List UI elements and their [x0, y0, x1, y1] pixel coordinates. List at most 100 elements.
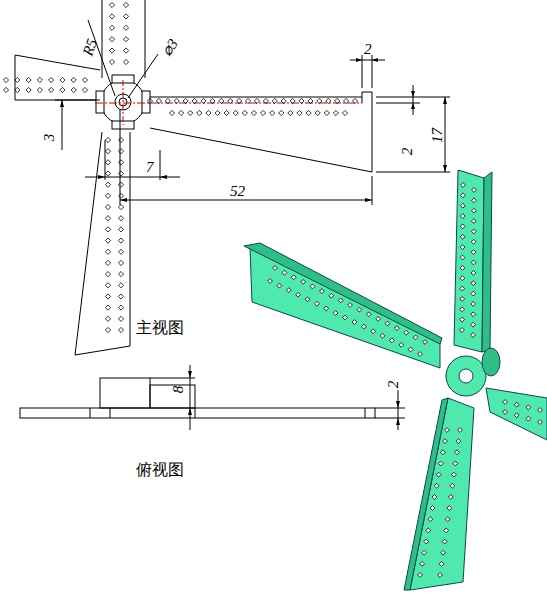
vent-hole: [471, 239, 476, 244]
vent-hole: [118, 249, 123, 254]
vent-hole: [450, 483, 455, 488]
vent-hole: [458, 428, 463, 433]
vent-hole: [471, 302, 476, 307]
vent-hole: [333, 311, 338, 316]
vent-hole: [245, 98, 250, 103]
vent-hole: [423, 340, 428, 345]
vent-hole: [105, 238, 110, 243]
vent-hole: [82, 87, 87, 92]
vent-hole: [210, 98, 215, 103]
vent-hole: [105, 137, 110, 142]
vent-hole: [343, 98, 348, 103]
vent-hole: [105, 249, 110, 254]
vent-hole: [109, 48, 114, 53]
view-title: 主视图: [136, 320, 184, 336]
vent-hole: [460, 203, 465, 208]
vent-hole: [299, 98, 304, 103]
vent-hole: [352, 320, 357, 325]
vent-hole: [460, 224, 465, 229]
vent-hole: [343, 315, 348, 320]
vent-hole: [420, 561, 425, 566]
vent-hole: [440, 450, 445, 455]
vent-hole: [3, 77, 8, 82]
dimension-text: 3: [42, 134, 57, 142]
vent-hole: [471, 250, 476, 255]
vent-hole: [118, 294, 123, 299]
vent-hole: [123, 37, 128, 42]
vent-hole: [174, 98, 179, 103]
vent-hole: [451, 472, 456, 477]
vent-hole: [503, 400, 508, 405]
vent-hole: [297, 110, 302, 115]
vent-hole: [471, 208, 476, 213]
vent-hole: [317, 98, 322, 103]
vent-hole: [460, 245, 465, 250]
vent-hole: [192, 98, 197, 103]
vent-hole: [428, 517, 433, 522]
vent-hole: [366, 312, 371, 317]
vent-hole: [268, 279, 273, 284]
vent-hole: [324, 110, 329, 115]
vent-hole: [456, 439, 461, 444]
vent-hole: [233, 110, 238, 115]
vent-hole: [105, 182, 110, 187]
vent-hole: [438, 461, 443, 466]
dimension-text: 8: [171, 386, 186, 394]
vent-hole: [118, 238, 123, 243]
vent-hole: [118, 305, 123, 310]
vent-hole: [471, 281, 476, 286]
vent-hole: [471, 219, 476, 224]
vent-hole: [460, 234, 465, 239]
vent-hole: [263, 98, 268, 103]
vent-hole: [460, 297, 465, 302]
vent-hole: [237, 98, 242, 103]
vent-hole: [361, 324, 366, 329]
vent-hole: [338, 298, 343, 303]
vent-hole: [296, 292, 301, 297]
vent-hole: [183, 98, 188, 103]
vent-hole: [277, 283, 282, 288]
vent-hole: [461, 183, 466, 188]
vent-hole: [422, 550, 427, 555]
vent-hole: [49, 77, 54, 82]
vent-hole: [109, 2, 114, 7]
vent-hole: [389, 338, 394, 343]
vent-hole: [324, 306, 329, 311]
vent-hole: [82, 77, 87, 82]
vent-hole: [224, 110, 229, 115]
vent-hole: [445, 428, 450, 433]
vent-hole: [105, 160, 110, 165]
vent-hole: [335, 98, 340, 103]
vent-hole: [538, 420, 543, 425]
vent-hole: [118, 260, 123, 265]
dimension-text: ⌀3: [159, 36, 181, 58]
vent-hole: [385, 321, 390, 326]
vent-hole: [460, 214, 465, 219]
vent-hole: [436, 472, 441, 477]
vent-hole: [251, 110, 256, 115]
vent-hole: [333, 110, 338, 115]
vent-hole: [179, 110, 184, 115]
dimension-text: 2: [400, 148, 415, 156]
vent-hole: [105, 272, 110, 277]
vent-hole: [118, 216, 123, 221]
vent-hole: [26, 87, 31, 92]
vent-hole: [380, 333, 385, 338]
vent-hole: [471, 270, 476, 275]
vent-hole: [424, 539, 429, 544]
vent-hole: [471, 260, 476, 265]
vent-hole: [460, 276, 465, 281]
vent-hole: [118, 283, 123, 288]
vent-hole: [118, 272, 123, 277]
vent-hole: [503, 410, 508, 415]
vent-hole: [460, 307, 465, 312]
vent-hole: [3, 87, 8, 92]
vent-hole: [314, 301, 319, 306]
vent-hole: [444, 528, 449, 533]
vent-hole: [306, 110, 311, 115]
vent-hole: [461, 193, 466, 198]
vent-hole: [109, 59, 114, 64]
vent-hole: [105, 283, 110, 288]
